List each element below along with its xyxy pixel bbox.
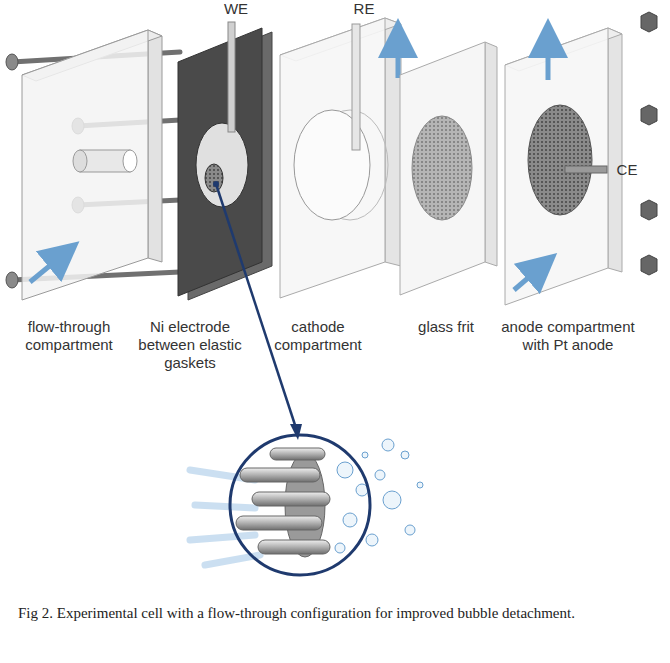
electrode-label: RE: [348, 0, 380, 18]
figure-caption: Fig 2. Experimental cell with a flow-thr…: [18, 604, 654, 623]
electrode-label: WE: [220, 0, 252, 18]
electrode-label: CE: [613, 161, 641, 179]
part-label: cathode compartment: [258, 318, 378, 354]
part-label: Ni electrode between elastic gaskets: [136, 318, 244, 372]
part-label: anode compartment with Pt anode: [494, 318, 642, 354]
part-label: glass frit: [400, 318, 492, 336]
part-label: flow-through compartment: [8, 318, 130, 354]
